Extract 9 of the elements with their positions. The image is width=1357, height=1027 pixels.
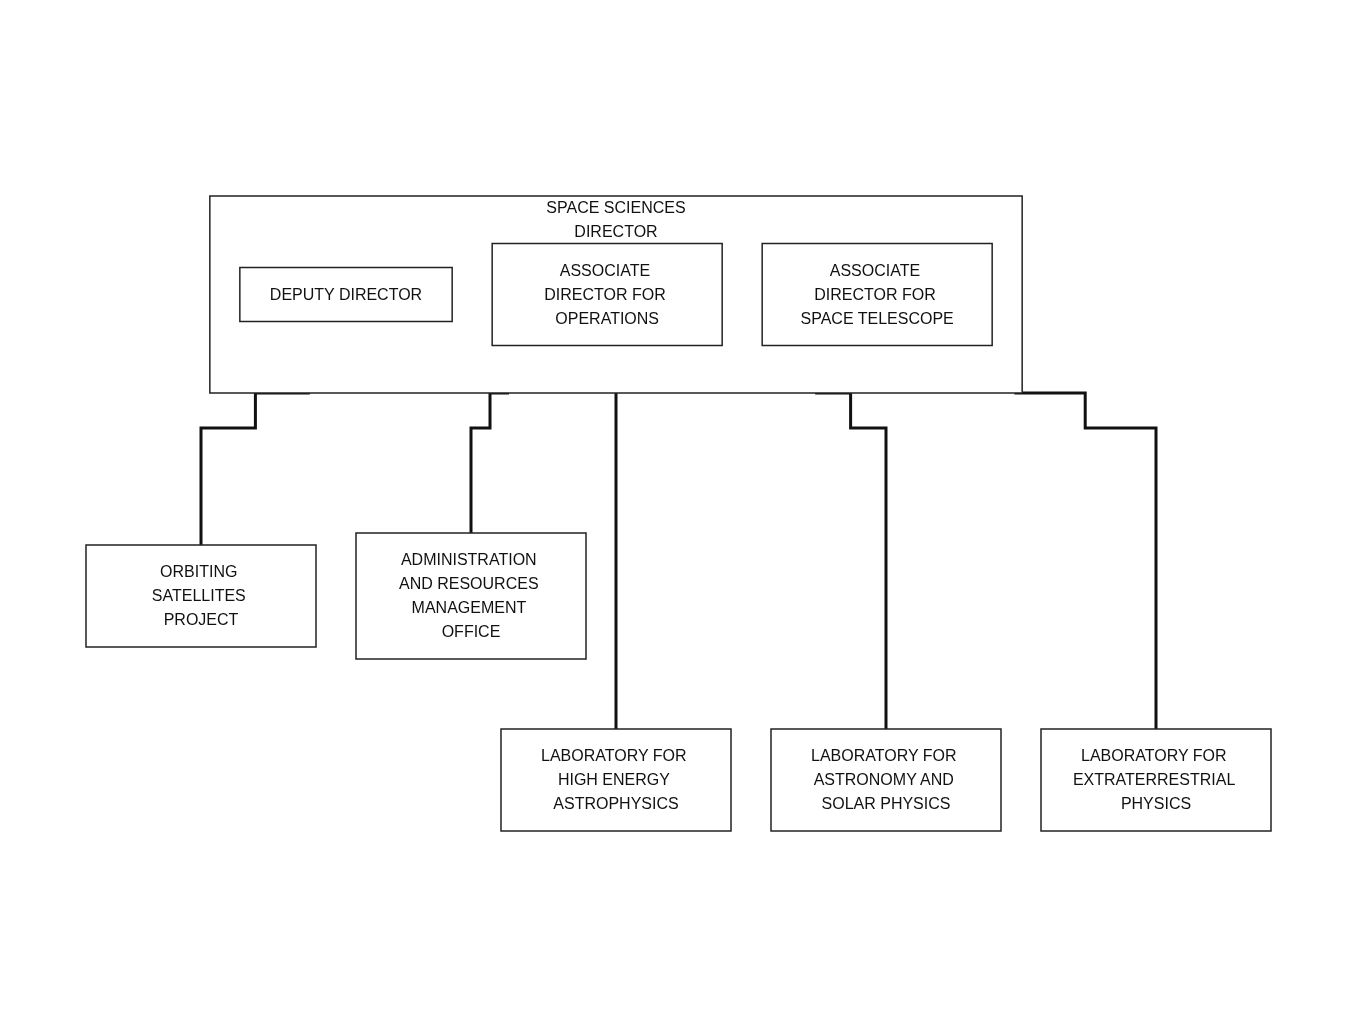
node-box: LABORATORY FOR HIGH ENERGY ASTROPHYSICS [500,728,732,832]
connector [1014,391,1158,731]
node-box: ADMINISTRATION AND RESOURCES MANAGEMENT OFFICE [355,532,587,660]
node-box: LABORATORY FOR EXTRATERRESTRIAL PHYSICS [1040,728,1272,832]
node-box: LABORATORY FOR ASTRONOMY AND SOLAR PHYSICS [770,728,1002,832]
node-box: ASSOCIATE DIRECTOR FOR SPACE TELESCOPE [761,242,993,347]
node-box: ASSOCIATE DIRECTOR FOR OPERATIONS [491,242,723,347]
node-box: DEPUTY DIRECTOR [239,266,453,323]
node-box: ORBITING SATELLITES PROJECT [85,544,317,648]
